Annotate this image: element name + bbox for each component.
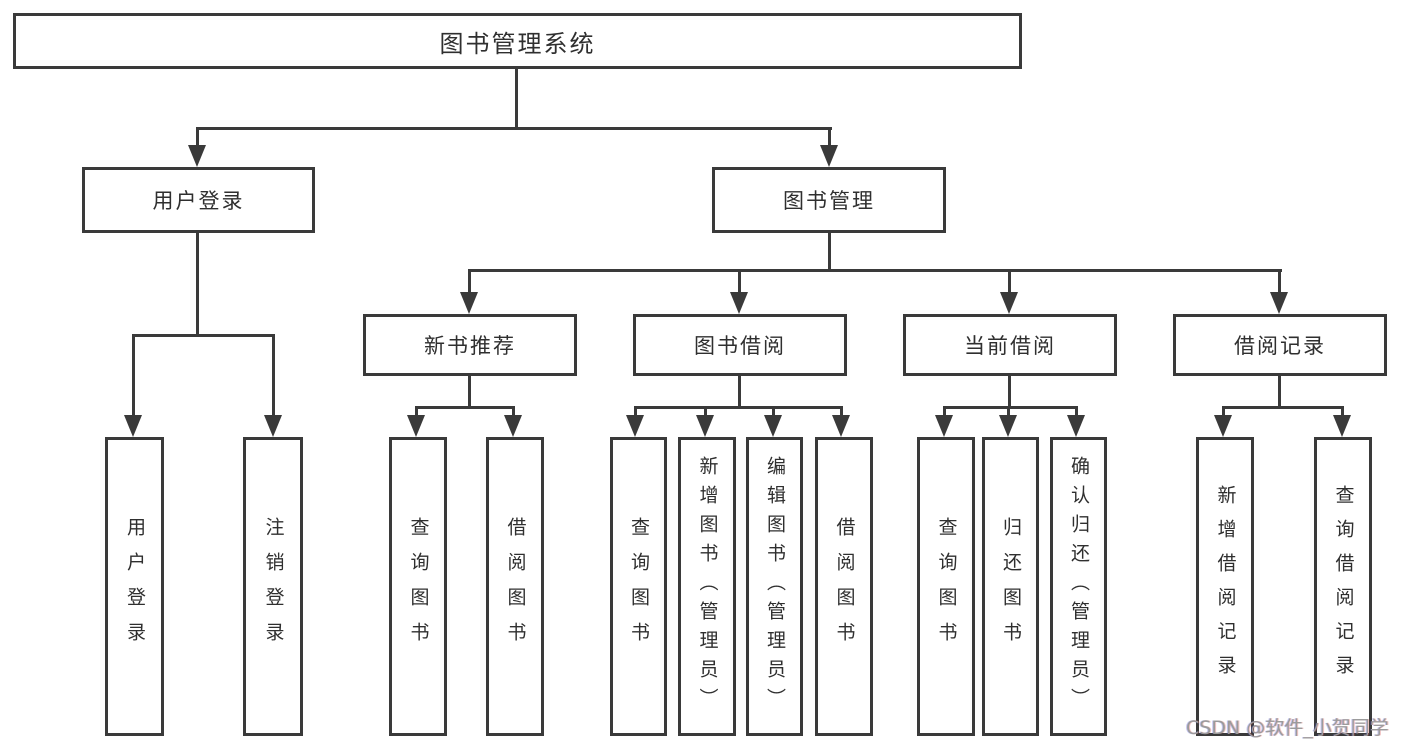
arrow-leaf-bb-add-icon xyxy=(696,415,714,437)
leaf-user-login: 用户登录 xyxy=(105,437,164,736)
drop-rec-1 xyxy=(415,406,418,418)
arrow-book-mgmt-icon xyxy=(820,145,838,167)
node-current-borrow: 当前借阅 xyxy=(903,314,1117,376)
stem-current-borrow xyxy=(1008,376,1011,409)
rail-new-book xyxy=(415,406,515,409)
leaf-current-confirm-return-admin: 确认归还（管理员） xyxy=(1050,437,1107,736)
drop-to-book-mgmt xyxy=(828,127,831,149)
drop-to-book-borrow xyxy=(738,269,741,295)
arrow-leaf-bb-query-icon xyxy=(626,415,644,437)
arrow-book-borrow-icon xyxy=(730,292,748,314)
node-book-borrow: 图书借阅 xyxy=(633,314,847,376)
leaf-borrow-edit-books-admin: 编辑图书（管理员） xyxy=(746,437,803,736)
arrow-leaf-cb-query-icon xyxy=(935,415,953,437)
leaf-record-query-borrow-record: 查询借阅记录 xyxy=(1314,437,1372,736)
arrow-leaf-rec-query-icon xyxy=(407,415,425,437)
stem-user-login xyxy=(196,232,199,336)
node-root-library-system: 图书管理系统 xyxy=(13,13,1022,69)
arrow-leaf-bb-edit-icon xyxy=(764,415,782,437)
drop-to-borrow-record xyxy=(1278,269,1281,295)
arrow-leaf-login-icon xyxy=(124,415,142,437)
arrow-user-login-icon xyxy=(188,145,206,167)
leaf-borrow-add-books-admin: 新增图书（管理员） xyxy=(678,437,736,736)
arrow-leaf-cb-return-icon xyxy=(999,415,1017,437)
watermark: CSDN @软件_小贺同学 xyxy=(1186,717,1389,739)
leaf-current-return-books: 归还图书 xyxy=(982,437,1039,736)
arrow-new-book-icon xyxy=(460,292,478,314)
drop-bb-2 xyxy=(704,406,707,418)
drop-cb-3 xyxy=(1075,406,1078,418)
stem-new-book xyxy=(468,376,471,409)
drop-to-new-book xyxy=(468,269,471,295)
drop-to-leaf-logout xyxy=(272,334,275,418)
node-user-login: 用户登录 xyxy=(82,167,315,233)
rail-book-mgmt xyxy=(468,269,1282,272)
stem-book-mgmt xyxy=(828,232,831,272)
arrow-leaf-rr-query-icon xyxy=(1333,415,1351,437)
rail-root xyxy=(196,127,832,130)
stem-book-borrow xyxy=(738,376,741,409)
drop-to-current-borrow xyxy=(1008,269,1011,295)
arrow-leaf-rr-add-icon xyxy=(1214,415,1232,437)
stem-root xyxy=(515,68,518,130)
arrow-leaf-bb-borrow-icon xyxy=(832,415,850,437)
rail-borrow-record xyxy=(1222,406,1344,409)
drop-bb-1 xyxy=(634,406,637,418)
leaf-borrow-borrow-books: 借阅图书 xyxy=(815,437,873,736)
drop-bb-4 xyxy=(840,406,843,418)
leaf-record-add-borrow-record: 新增借阅记录 xyxy=(1196,437,1254,736)
node-borrow-record: 借阅记录 xyxy=(1173,314,1387,376)
leaf-recommend-query-books: 查询图书 xyxy=(389,437,447,736)
rail-book-borrow xyxy=(634,406,843,409)
node-new-book-recommend: 新书推荐 xyxy=(363,314,577,376)
drop-rr-1 xyxy=(1222,406,1225,418)
drop-rec-2 xyxy=(512,406,515,418)
arrow-leaf-logout-icon xyxy=(264,415,282,437)
drop-bb-3 xyxy=(772,406,775,418)
node-book-management: 图书管理 xyxy=(712,167,946,233)
leaf-logout: 注销登录 xyxy=(243,437,303,736)
drop-to-leaf-login xyxy=(132,334,135,418)
leaf-recommend-borrow-books: 借阅图书 xyxy=(486,437,544,736)
leaf-current-query-books: 查询图书 xyxy=(917,437,975,736)
arrow-borrow-record-icon xyxy=(1270,292,1288,314)
drop-cb-2 xyxy=(1007,406,1010,418)
drop-cb-1 xyxy=(943,406,946,418)
rail-user-login xyxy=(132,334,275,337)
arrow-leaf-cb-confirm-icon xyxy=(1067,415,1085,437)
leaf-borrow-query-books: 查询图书 xyxy=(610,437,667,736)
arrow-current-borrow-icon xyxy=(1000,292,1018,314)
stem-borrow-record xyxy=(1278,376,1281,409)
drop-rr-2 xyxy=(1341,406,1344,418)
drop-to-user-login xyxy=(196,127,199,149)
rail-current-borrow xyxy=(943,406,1078,409)
arrow-leaf-rec-borrow-icon xyxy=(504,415,522,437)
